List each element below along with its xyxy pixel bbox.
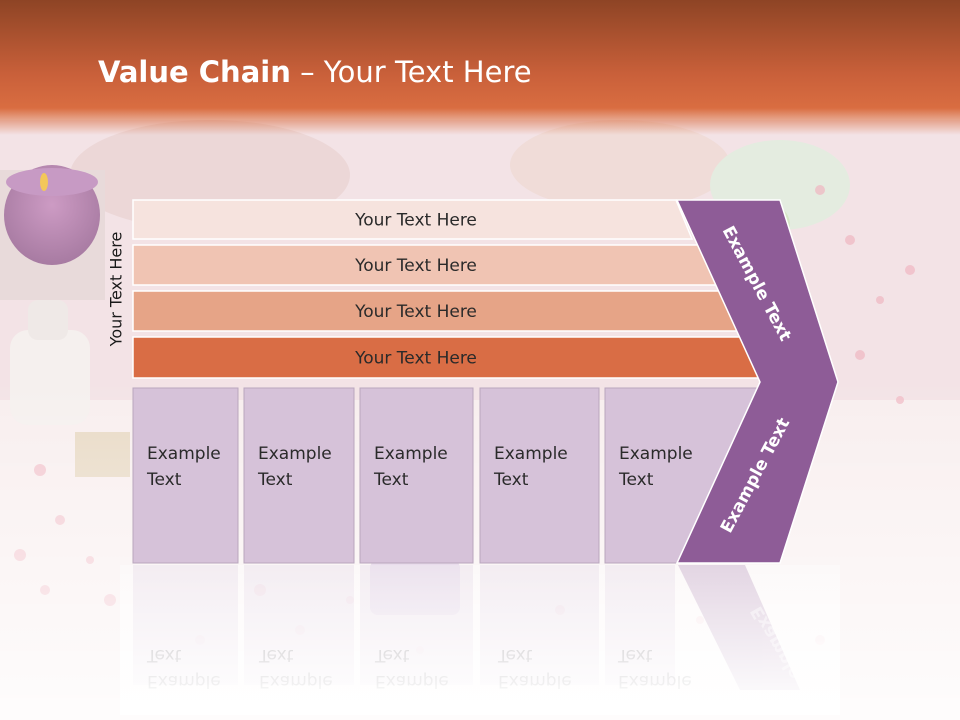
column-label-2-line1: Example: [258, 444, 332, 464]
column-label-1-line1: Example: [147, 444, 221, 464]
column-4: [479, 387, 600, 564]
column-label-2-line2: Text: [257, 470, 293, 490]
column-label-1-line2: Text: [146, 470, 182, 490]
column-label-3-line1: Example: [374, 444, 448, 464]
header-band: [0, 0, 960, 135]
column-3: [359, 387, 474, 564]
bar-label-2: Your Text Here: [354, 256, 477, 276]
column-1: [132, 387, 239, 564]
page-title: Value Chain – Your Text Here: [98, 55, 532, 89]
title-rest: – Your Text Here: [290, 55, 532, 89]
column-label-4-line2: Text: [493, 470, 529, 490]
column-label-5-line2: Text: [618, 470, 654, 490]
chevron-shape: [675, 199, 839, 564]
column-label-3-line2: Text: [373, 470, 409, 490]
column-label-4-line1: Example: [494, 444, 568, 464]
column-2: [243, 387, 355, 564]
bar-label-1: Your Text Here: [354, 211, 477, 231]
reflection-fade: [120, 565, 840, 715]
bar-1: [132, 199, 694, 240]
bar-label-4: Your Text Here: [354, 349, 477, 369]
title-bold: Value Chain: [98, 55, 291, 89]
bar-label-3: Your Text Here: [354, 302, 477, 322]
column-label-5-line1: Example: [619, 444, 693, 464]
